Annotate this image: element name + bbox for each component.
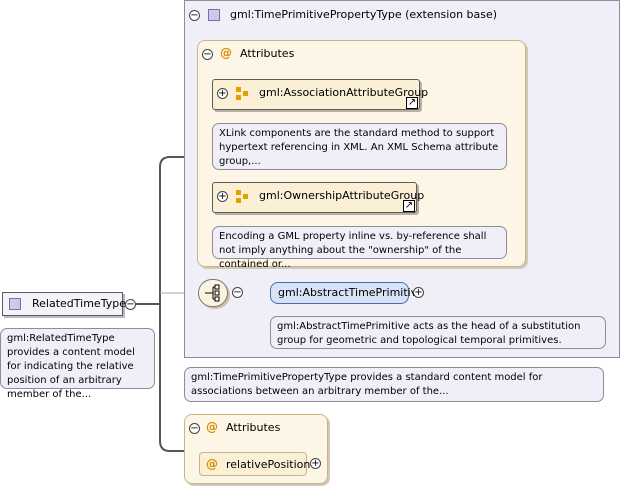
relative-position-label: relativePosition [226, 458, 311, 471]
at-icon: @ [220, 46, 232, 60]
ownership-attribute-group-box[interactable] [212, 182, 417, 213]
plus-circle-icon[interactable]: + [310, 458, 321, 469]
association-attribute-group-box[interactable] [212, 79, 420, 110]
square-type-icon [9, 298, 21, 310]
attribute-group-icon [236, 190, 249, 203]
association-attribute-group-label: gml:AssociationAttributeGroup [259, 86, 429, 99]
abstract-time-primitive-element[interactable] [270, 282, 409, 304]
at-icon: @ [206, 420, 218, 434]
link-arrow-icon[interactable]: ↗ [403, 200, 415, 212]
minus-circle-icon[interactable]: − [189, 423, 200, 434]
plus-circle-icon[interactable]: + [217, 88, 228, 99]
ownership-attribute-group-doc: Encoding a GML property inline vs. by-re… [212, 226, 507, 270]
minus-circle-icon[interactable]: − [125, 299, 136, 310]
abstract-time-primitive-doc: gml:AbstractTimePrimitive acts as the he… [270, 316, 606, 349]
extension-base-label: gml:TimePrimitivePropertyType (extension… [230, 8, 498, 21]
sequence-icon[interactable] [198, 279, 228, 307]
abstract-time-primitive-label: gml:AbstractTimePrimitive [278, 286, 424, 299]
link-arrow-icon[interactable]: ↗ [406, 97, 418, 109]
ownership-attribute-group-label: gml:OwnershipAttributeGroup [259, 189, 425, 202]
plus-circle-icon[interactable]: + [413, 287, 424, 298]
related-time-type-label: RelatedTimeType [32, 297, 126, 310]
at-icon: @ [206, 457, 218, 471]
attributes-label: Attributes [226, 421, 281, 434]
attributes-label: Attributes [240, 47, 295, 60]
related-time-type-box[interactable] [2, 292, 123, 316]
square-type-icon [208, 9, 220, 21]
related-time-type-doc: gml:RelatedTimeType provides a content m… [0, 328, 155, 400]
minus-circle-icon[interactable]: − [202, 49, 213, 60]
association-attribute-group-doc: XLink components are the standard method… [212, 123, 507, 170]
attribute-group-icon [236, 87, 249, 100]
extension-base-doc: gml:TimePrimitivePropertyType provides a… [184, 367, 604, 402]
minus-circle-icon[interactable]: − [189, 10, 200, 21]
relative-position-attribute[interactable] [199, 452, 307, 476]
minus-circle-icon[interactable]: − [232, 287, 243, 298]
plus-circle-icon[interactable]: + [217, 191, 228, 202]
